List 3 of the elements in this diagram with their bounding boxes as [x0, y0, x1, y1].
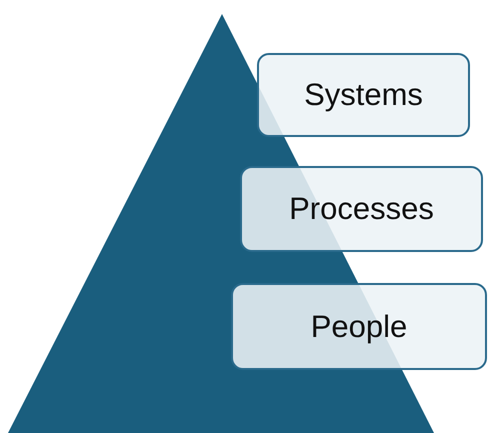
tier-label-box: Processes — [240, 166, 483, 252]
tier-label-box: Systems — [257, 53, 470, 137]
tier-label-box: People — [231, 283, 487, 370]
